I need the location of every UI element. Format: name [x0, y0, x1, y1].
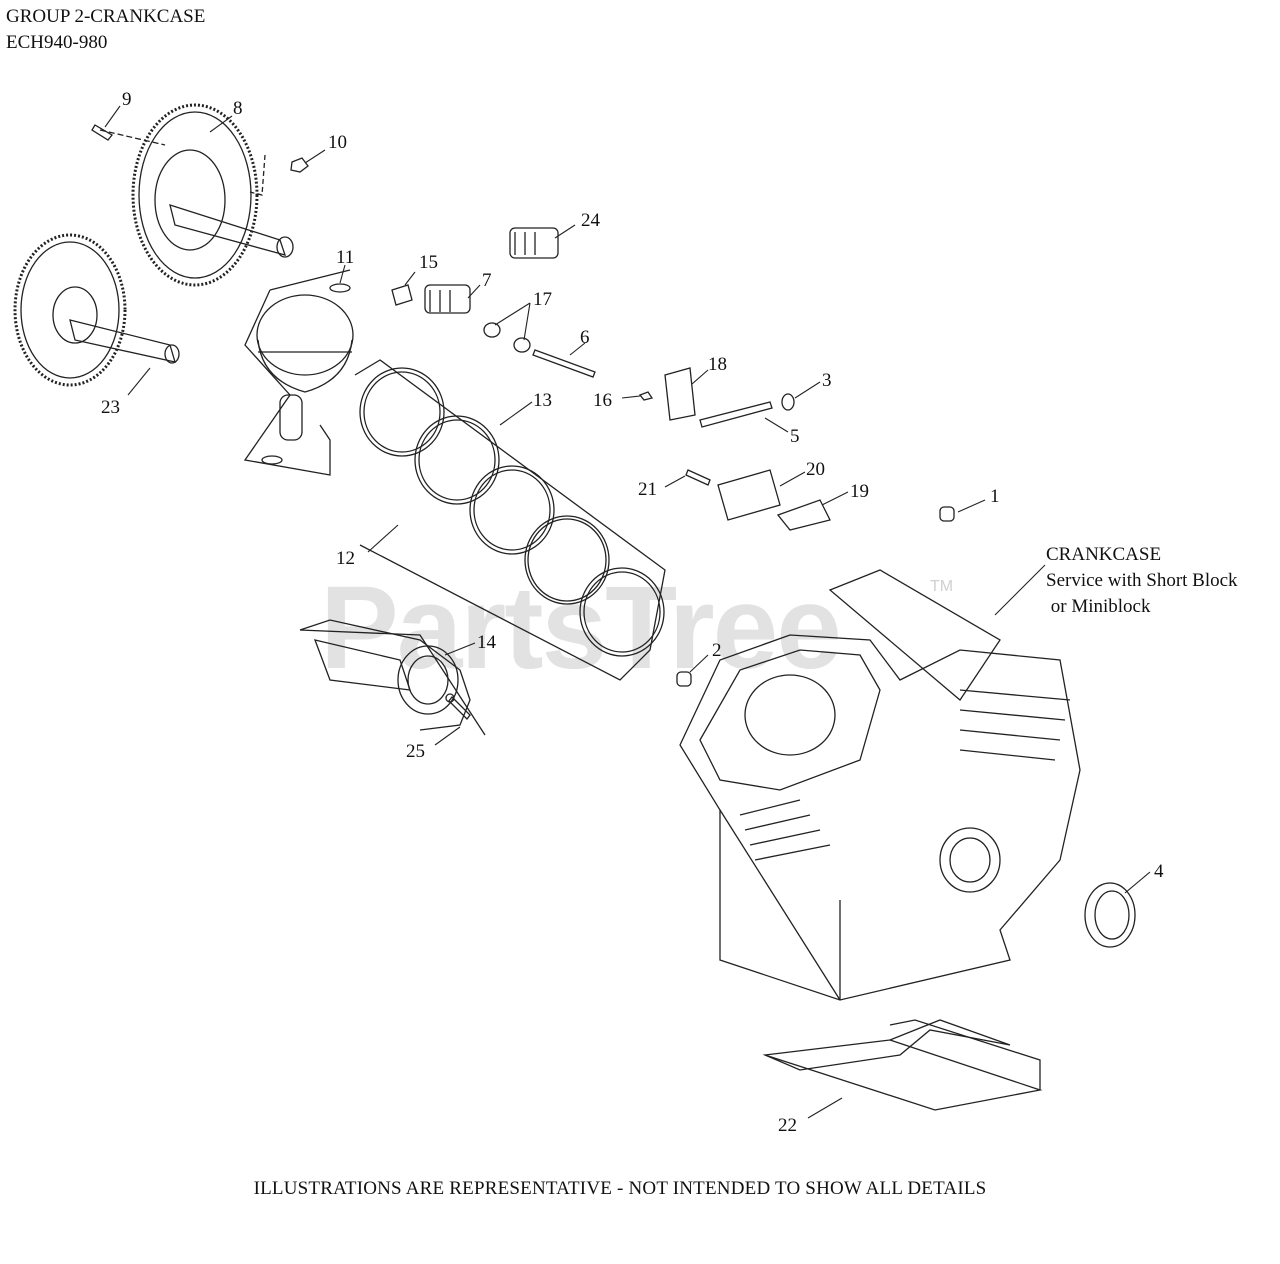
callout-13[interactable]: 13	[533, 390, 552, 411]
callout-7[interactable]: 7	[482, 270, 492, 291]
crankcase-note-service: Service with Short Block	[1046, 570, 1238, 591]
dowel-1[interactable]	[939, 506, 955, 522]
ring-set-outline	[354, 359, 666, 681]
piston[interactable]	[256, 283, 354, 465]
callout-1[interactable]: 1	[990, 486, 1000, 507]
callout-2[interactable]: 2	[712, 640, 722, 661]
diagram-title: GROUP 2-CRANKCASE	[6, 6, 206, 27]
hydraulic-lifter-24[interactable]	[509, 227, 559, 259]
callout-12[interactable]: 12	[336, 548, 355, 569]
watermark: PartsTree	[320, 562, 842, 694]
seal-3[interactable]	[781, 393, 795, 411]
callout-3[interactable]: 3	[822, 370, 832, 391]
breather-gasket[interactable]	[776, 499, 831, 531]
callout-19[interactable]: 19	[850, 481, 869, 502]
hydraulic-lifter-7[interactable]	[424, 284, 471, 314]
crankcase-note-miniblock: or Miniblock	[1046, 596, 1151, 617]
watermark-trademark: TM	[930, 578, 954, 595]
callout-9[interactable]: 9	[122, 89, 132, 110]
callout-22[interactable]: 22	[778, 1115, 797, 1136]
screw-16[interactable]	[638, 391, 654, 401]
leader-lines	[104, 105, 1151, 1119]
callout-8[interactable]: 8	[233, 98, 243, 119]
base-plate[interactable]	[762, 1019, 1043, 1111]
callout-14[interactable]: 14	[477, 632, 497, 653]
cross-shaft[interactable]	[699, 401, 773, 428]
bolt-21[interactable]	[685, 469, 711, 486]
connecting-rod[interactable]	[299, 619, 486, 736]
callout-5[interactable]: 5	[790, 426, 800, 447]
disclaimer-footer: ILLUSTRATIONS ARE REPRESENTATIVE - NOT I…	[253, 1178, 987, 1199]
governor-bracket[interactable]	[664, 367, 696, 421]
callout-23[interactable]: 23	[101, 397, 120, 418]
crankcase[interactable]	[679, 569, 1081, 1001]
callout-15[interactable]: 15	[419, 252, 438, 273]
crankcase-note-title: CRANKCASE	[1046, 544, 1162, 565]
piston-group-outline	[243, 269, 351, 476]
pin-6[interactable]	[532, 349, 596, 378]
oil-seal-4[interactable]	[1084, 882, 1136, 948]
retainer-plate[interactable]	[391, 284, 413, 306]
callout-10[interactable]: 10	[328, 132, 347, 153]
callout-25[interactable]: 25	[406, 741, 425, 762]
callout-4[interactable]: 4	[1154, 861, 1164, 882]
breather-cover[interactable]	[717, 469, 781, 521]
crankcase-note: CRANKCASE Service with Short Block or Mi…	[1046, 542, 1238, 620]
callout-labels: 1 2 3 4 5 6 7 8 9 10 11 12 13 14 15 16 1…	[101, 89, 1164, 1136]
dowel-2[interactable]	[676, 671, 692, 687]
camshaft-gear-upper[interactable]	[91, 103, 294, 287]
callout-20[interactable]: 20	[806, 459, 825, 480]
callout-24[interactable]: 24	[581, 210, 601, 231]
callout-11[interactable]: 11	[336, 247, 354, 268]
washers-17[interactable]	[483, 322, 531, 353]
nut-10[interactable]	[249, 154, 309, 196]
callout-21[interactable]: 21	[638, 479, 657, 500]
callout-6[interactable]: 6	[580, 327, 590, 348]
rod-bolt[interactable]	[445, 693, 471, 720]
model-number: ECH940-980	[6, 32, 108, 53]
piston-rings[interactable]	[359, 367, 665, 657]
callout-18[interactable]: 18	[708, 354, 727, 375]
callout-17[interactable]: 17	[533, 289, 552, 310]
camshaft-gear-lower[interactable]	[13, 233, 180, 387]
callout-16[interactable]: 16	[593, 390, 612, 411]
